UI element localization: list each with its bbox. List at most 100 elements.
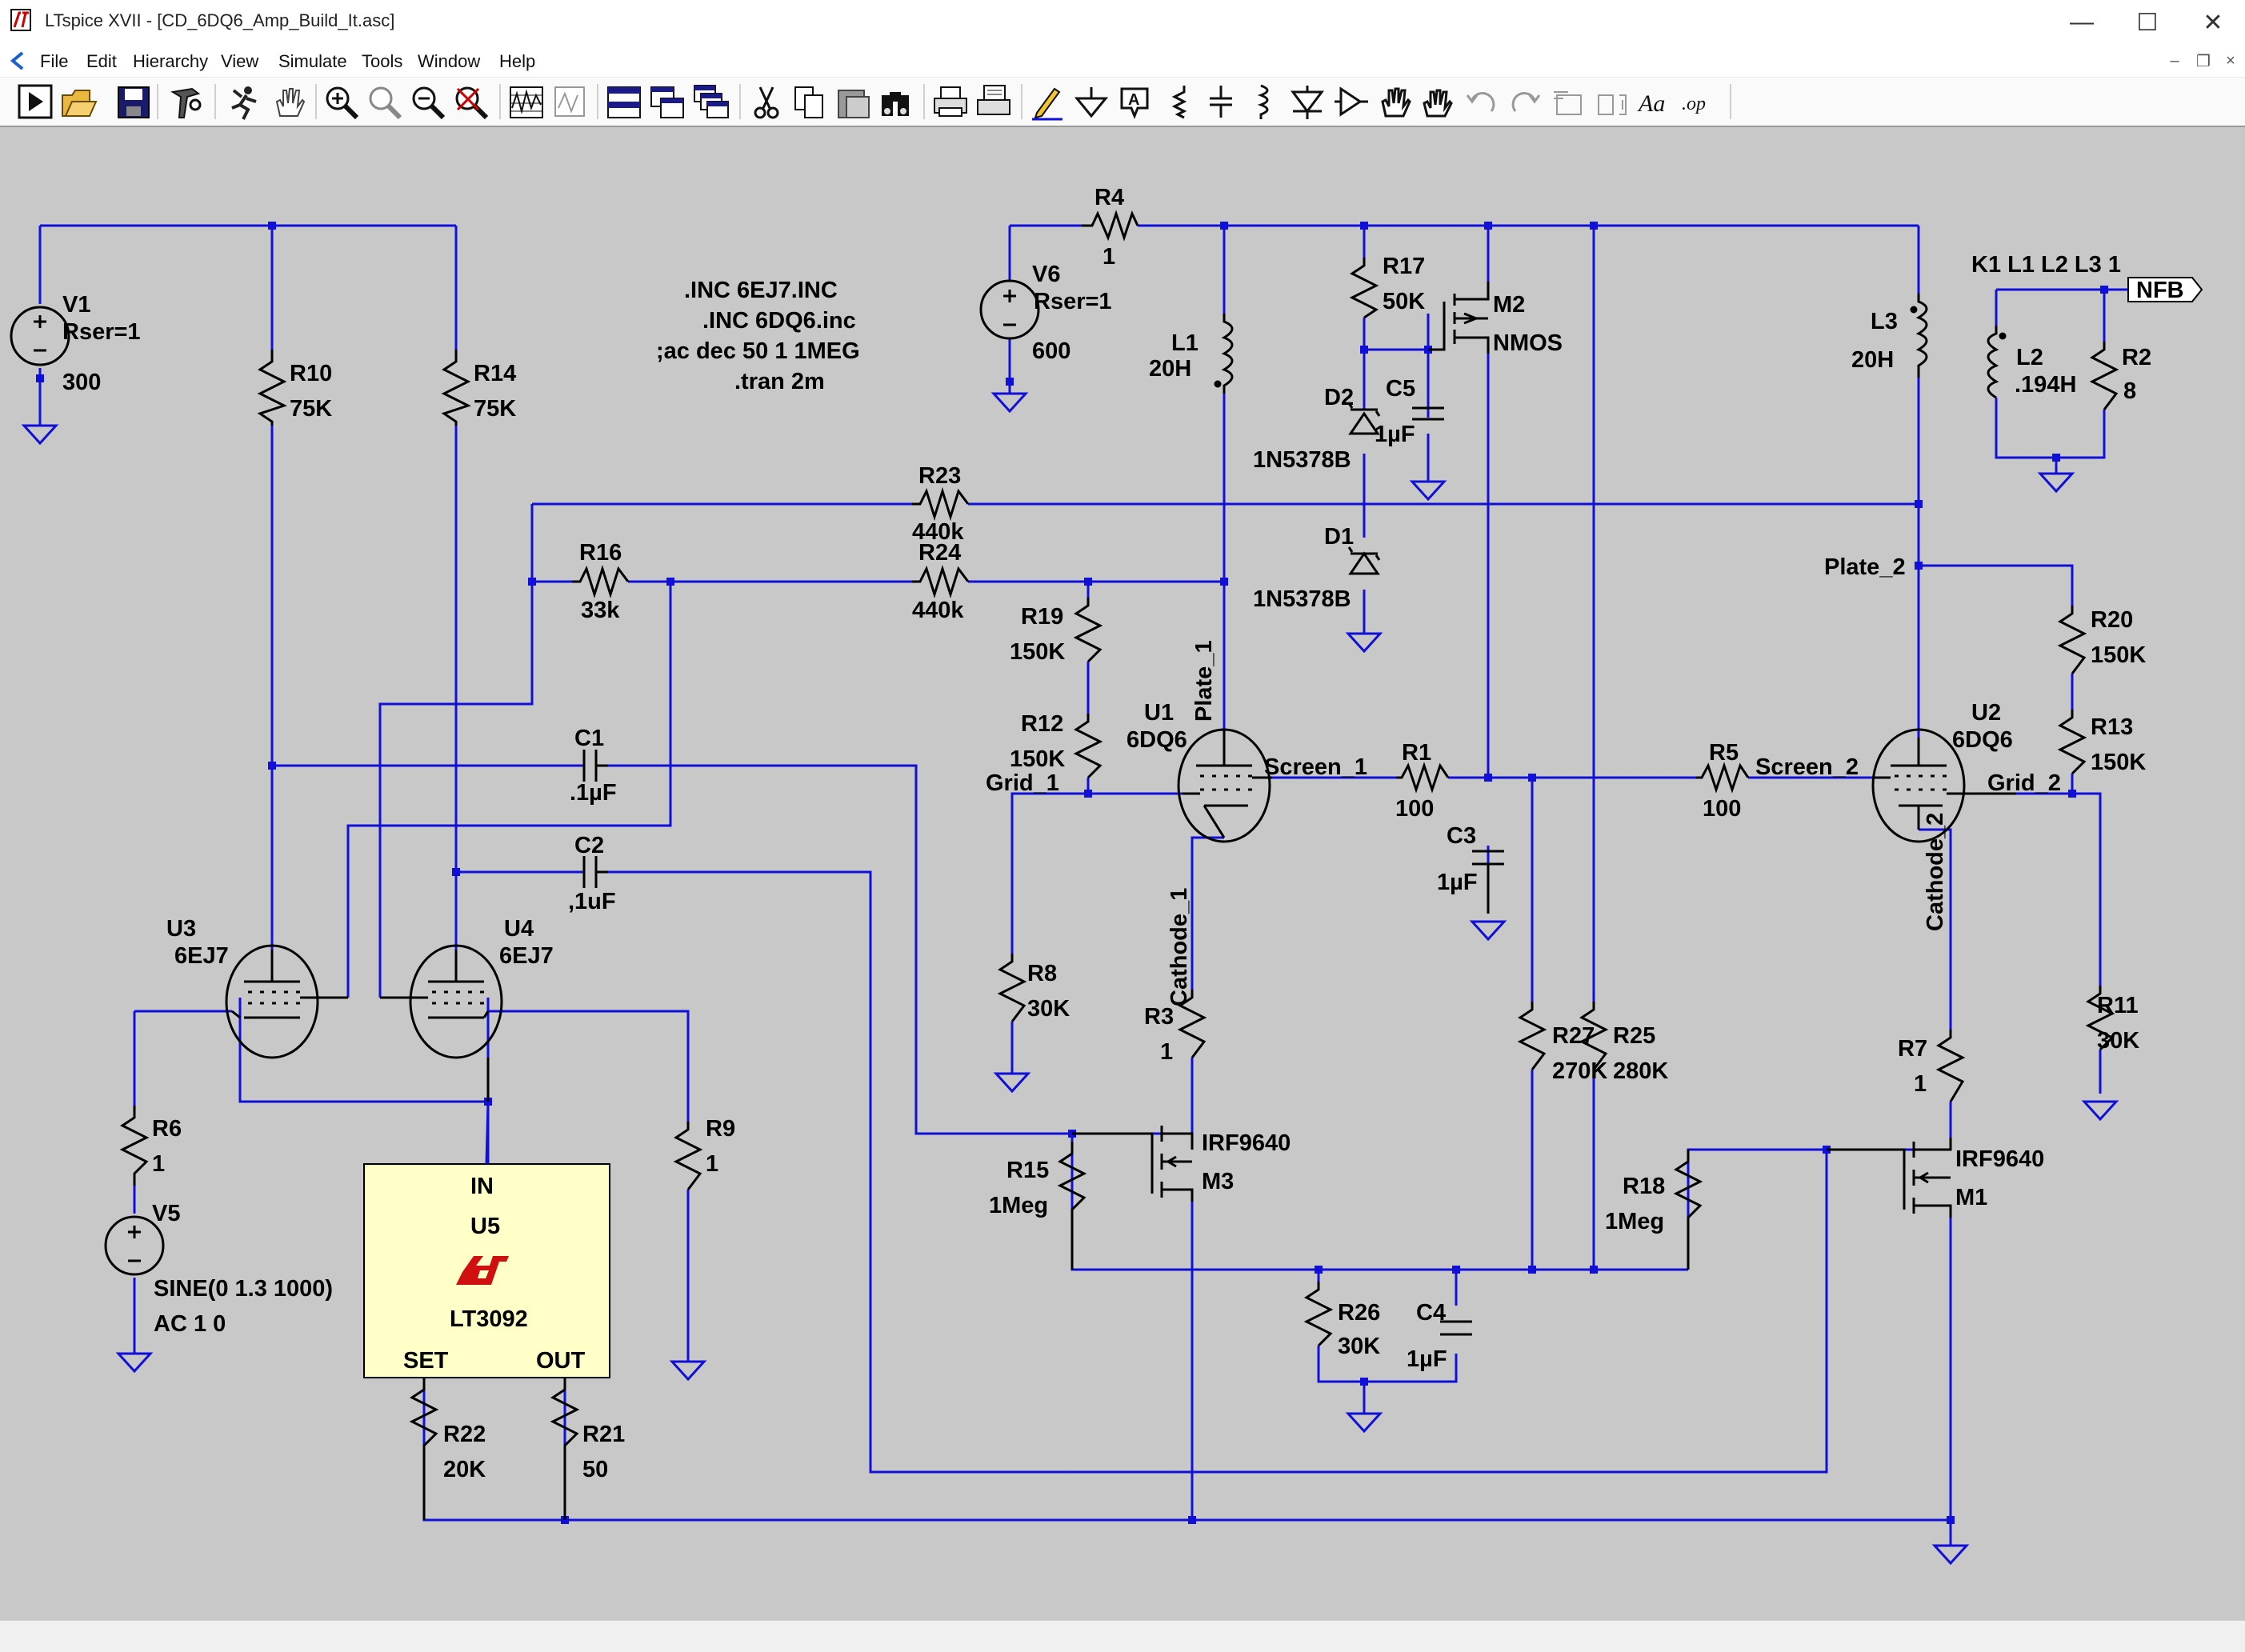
open-icon[interactable] xyxy=(62,90,98,117)
capacitor-icon[interactable] xyxy=(1210,86,1232,118)
resistor-r25 xyxy=(1579,1002,1609,1070)
grounds xyxy=(21,392,2119,1566)
menu-view[interactable]: View xyxy=(221,51,259,71)
zoom-in-icon[interactable] xyxy=(326,86,359,120)
print-icon[interactable] xyxy=(934,86,967,117)
menu-file[interactable]: File xyxy=(40,51,69,71)
resistor-r23 xyxy=(912,486,970,522)
mosfet-m1 xyxy=(1827,1138,1952,1218)
label-r14-value: 75K xyxy=(474,396,516,422)
ground-icon[interactable] xyxy=(1074,87,1109,118)
label-l2-value: .194H xyxy=(2015,372,2076,398)
diode-icon[interactable] xyxy=(1291,86,1324,119)
resistor-r7 xyxy=(1935,1030,1966,1102)
zoom-fit-icon[interactable] xyxy=(455,86,489,120)
resistor-r21 xyxy=(550,1378,580,1520)
resistor-r26 xyxy=(1303,1282,1334,1347)
label-c3: C3 xyxy=(1447,823,1476,849)
ground-bottom xyxy=(1931,1544,1970,1566)
label-v6-value: 600 xyxy=(1032,338,1070,364)
label-r5-value: 100 xyxy=(1703,796,1741,822)
label-r21-value: 50 xyxy=(582,1457,608,1482)
svg-text:.op: .op xyxy=(1682,94,1706,114)
copy-icon[interactable] xyxy=(794,86,823,118)
move-icon[interactable] xyxy=(1381,87,1411,118)
text-icon[interactable]: Aa xyxy=(1637,90,1665,117)
redo-icon[interactable] xyxy=(1511,92,1541,112)
schematic-canvas[interactable]: V1 Rser=1 300 .INC 6EJ7.INC .INC 6DQ6.in… xyxy=(0,126,2245,1620)
mdi-restore-button[interactable]: ❐ xyxy=(2196,52,2211,70)
schematic-drawing[interactable]: V1 Rser=1 300 .INC 6EJ7.INC .INC 6DQ6.in… xyxy=(0,127,2245,1620)
find-icon[interactable] xyxy=(882,92,909,116)
ground-v5 xyxy=(115,1352,154,1374)
spice-directive-icon[interactable]: .op xyxy=(1682,94,1706,114)
component-icon[interactable] xyxy=(1335,86,1368,117)
mirror-icon[interactable] xyxy=(1598,94,1627,115)
cascade-icon[interactable] xyxy=(554,86,585,117)
mosfet-m2 xyxy=(1428,282,1490,354)
title-bar: LTspice XVII - [CD_6DQ6_Amp_Build_It.asc… xyxy=(0,0,2245,46)
windows-icon[interactable] xyxy=(694,85,729,118)
svg-text:Aa: Aa xyxy=(1637,90,1665,117)
close-button[interactable]: ✕ xyxy=(2203,9,2223,36)
mdi-minimize-button[interactable]: – xyxy=(2170,51,2179,70)
undo-icon[interactable] xyxy=(1466,92,1495,112)
resistor-r20 xyxy=(2057,606,2087,674)
resistor-icon[interactable] xyxy=(1171,86,1187,119)
resistor-r22 xyxy=(409,1378,439,1520)
label-l3: L3 xyxy=(1871,309,1898,334)
label-r9: R9 xyxy=(706,1116,735,1142)
ground-l2 xyxy=(2037,472,2075,494)
label-r19: R19 xyxy=(1021,604,1063,630)
resistor-r27 xyxy=(1517,1002,1547,1070)
draw-wire-icon[interactable] xyxy=(1032,87,1062,121)
net-label-plate1: Plate_1 xyxy=(1191,640,1217,722)
capacitor-c5 xyxy=(1412,406,1444,421)
label-u5-out: OUT xyxy=(536,1348,586,1374)
schematic-doc-icon[interactable] xyxy=(5,50,27,72)
maximize-button[interactable]: ☐ xyxy=(2136,9,2159,36)
control-panel-icon[interactable] xyxy=(170,87,202,118)
label-c5-value: 1µF xyxy=(1375,422,1415,447)
menu-window[interactable]: Window xyxy=(418,51,481,71)
label-r3-value: 1 xyxy=(1160,1039,1173,1065)
label-r16-value: 33k xyxy=(581,598,620,623)
rotate-icon[interactable] xyxy=(1554,91,1582,115)
pan-icon[interactable] xyxy=(275,88,306,117)
label-r12: R12 xyxy=(1021,711,1063,737)
zoom-out-icon[interactable] xyxy=(412,86,446,120)
labels: V1 Rser=1 300 .INC 6EJ7.INC .INC 6DQ6.in… xyxy=(62,185,2184,1482)
ground-r11 xyxy=(2081,1100,2119,1122)
label-r9-value: 1 xyxy=(706,1151,718,1177)
inductor-icon[interactable] xyxy=(1257,84,1269,119)
cut-icon[interactable] xyxy=(754,86,779,119)
menu-hierarchy[interactable]: Hierarchy xyxy=(133,51,209,71)
waveform-icon[interactable] xyxy=(510,86,543,118)
label-r3: R3 xyxy=(1144,1004,1174,1030)
net-label-plate2: Plate_2 xyxy=(1824,554,1906,580)
label-r15: R15 xyxy=(1006,1158,1049,1183)
ground-v1 xyxy=(21,424,59,446)
capacitor-c4 xyxy=(1440,1320,1472,1336)
mdi-close-button[interactable]: × xyxy=(2226,51,2235,70)
run-icon[interactable] xyxy=(18,84,53,119)
ground-c3 xyxy=(1469,920,1507,942)
resistor-r11 xyxy=(2085,986,2115,1051)
ground-r26 xyxy=(1345,1412,1383,1434)
save-icon[interactable] xyxy=(118,86,150,118)
menu-help[interactable]: Help xyxy=(499,51,536,71)
menu-edit[interactable]: Edit xyxy=(86,51,117,71)
label-net-icon[interactable]: A xyxy=(1120,87,1149,120)
print-setup-icon[interactable] xyxy=(977,85,1010,115)
ltspice-app-icon xyxy=(10,9,31,31)
zoom-back-icon[interactable] xyxy=(369,86,402,120)
minimize-button[interactable]: — xyxy=(2070,9,2094,35)
drag-icon[interactable] xyxy=(1423,89,1453,118)
menu-simulate[interactable]: Simulate xyxy=(278,51,347,71)
tile-vertical-icon[interactable] xyxy=(650,86,684,118)
paste-icon[interactable] xyxy=(838,90,870,118)
label-r1-value: 100 xyxy=(1395,796,1434,822)
halt-icon[interactable] xyxy=(231,86,257,120)
menu-tools[interactable]: Tools xyxy=(362,51,403,71)
tile-horizontal-icon[interactable] xyxy=(607,86,641,118)
